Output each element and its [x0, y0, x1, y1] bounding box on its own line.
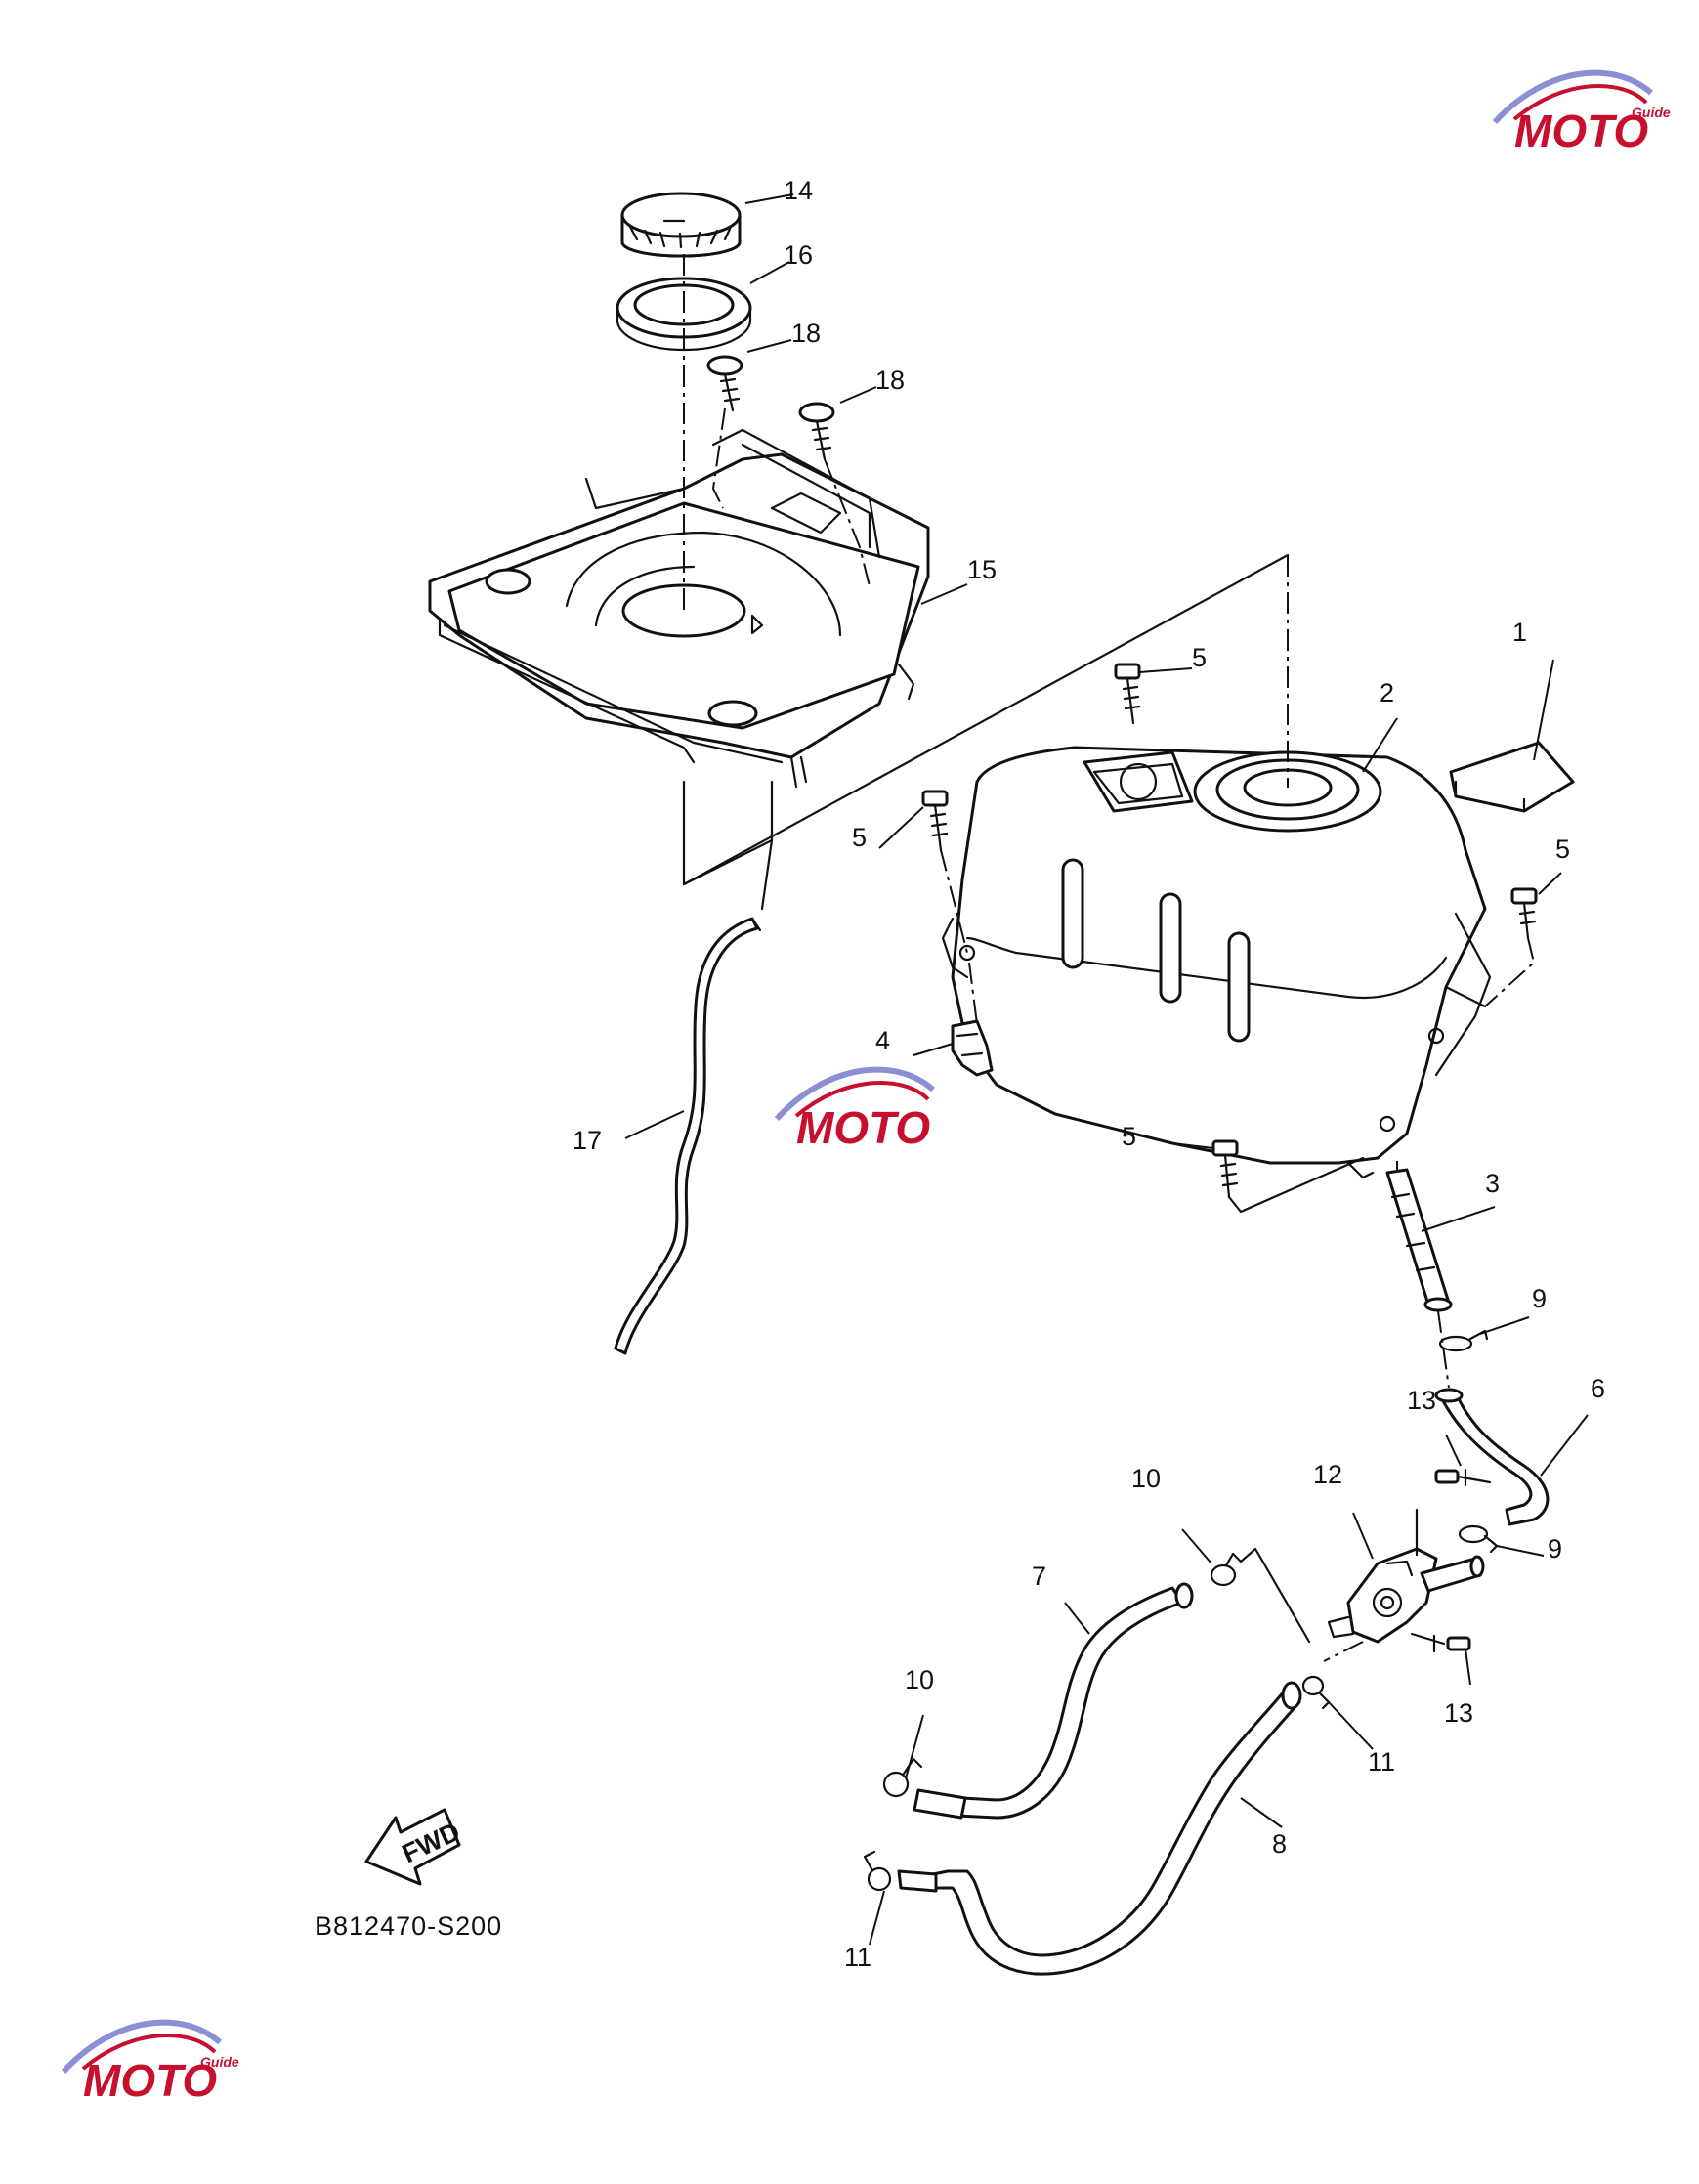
callout-18b: 18	[875, 365, 906, 395]
pad-part	[1449, 741, 1575, 813]
fuel-tank-part	[941, 746, 1492, 1179]
watermark-brand: MOTO	[83, 2055, 217, 2106]
diagram-code: B812470-S200	[315, 1911, 502, 1941]
clip-part	[951, 1019, 994, 1077]
callout-5b: 5	[852, 823, 868, 852]
callout-5c: 5	[1555, 835, 1571, 864]
assembly-lines	[682, 254, 1536, 1662]
callout-10a: 10	[1131, 1464, 1162, 1493]
callout-3: 3	[1485, 1169, 1501, 1198]
clamp-part	[882, 1757, 923, 1798]
clamp-part	[1210, 1552, 1243, 1587]
fuel-hose-part	[1434, 1388, 1550, 1526]
callout-15: 15	[967, 555, 998, 584]
callout-9a: 9	[1532, 1284, 1548, 1313]
callout-11a: 11	[1368, 1747, 1396, 1777]
callout-14: 14	[784, 176, 814, 205]
fuel-tank-cover-part	[428, 428, 930, 789]
callout-5a: 5	[1192, 643, 1208, 672]
bolt-part	[921, 790, 949, 852]
fuel-pipe-part	[1385, 1168, 1453, 1312]
watermark-top-right: MOTO Guide	[1492, 69, 1671, 156]
fuel-hose-part	[897, 1681, 1302, 1976]
callout-13b: 13	[1444, 1698, 1474, 1728]
clamp-part	[1438, 1329, 1489, 1352]
callout-18a: 18	[791, 319, 822, 348]
callout-11b: 11	[844, 1943, 872, 1972]
watermark-center: MOTO	[774, 1066, 935, 1153]
overflow-hose-part	[614, 917, 762, 1355]
callout-7: 7	[1032, 1562, 1047, 1591]
callout-16: 16	[784, 240, 814, 270]
bolt-part	[1410, 1632, 1471, 1653]
fuel-cap-part	[620, 192, 742, 258]
watermark-tag: Guide	[1632, 105, 1671, 120]
callout-5d: 5	[1122, 1122, 1137, 1151]
callout-2: 2	[1380, 678, 1395, 707]
callout-12: 12	[1313, 1460, 1343, 1489]
callout-10b: 10	[905, 1665, 935, 1694]
clamp-part	[1301, 1675, 1331, 1710]
clamp-part	[863, 1850, 892, 1892]
bolt-part	[1114, 663, 1141, 725]
callout-13a: 13	[1407, 1386, 1437, 1415]
screw-part	[798, 402, 835, 461]
callout-8: 8	[1272, 1829, 1288, 1859]
fwd-arrow-icon: FWD	[364, 1808, 464, 1886]
watermark-bottom-left: MOTO Guide	[61, 2019, 239, 2106]
callout-9b: 9	[1548, 1534, 1563, 1563]
bolt-part	[1434, 1468, 1492, 1487]
clamp-part	[1458, 1524, 1499, 1554]
callout-leaders	[624, 193, 1589, 1946]
screw-part	[706, 355, 743, 412]
callout-6: 6	[1591, 1374, 1606, 1403]
callout-17: 17	[573, 1126, 603, 1155]
fuel-hose-part	[913, 1582, 1194, 1820]
watermark-tag: Guide	[200, 2054, 239, 2070]
bolt-part	[1510, 887, 1538, 940]
callout-4: 4	[875, 1026, 891, 1055]
watermark-brand: MOTO	[1514, 106, 1648, 156]
watermark-brand: MOTO	[796, 1102, 930, 1153]
callout-1: 1	[1512, 618, 1528, 647]
bolt-part	[1211, 1139, 1239, 1199]
fuel-cock-part	[1327, 1547, 1485, 1644]
